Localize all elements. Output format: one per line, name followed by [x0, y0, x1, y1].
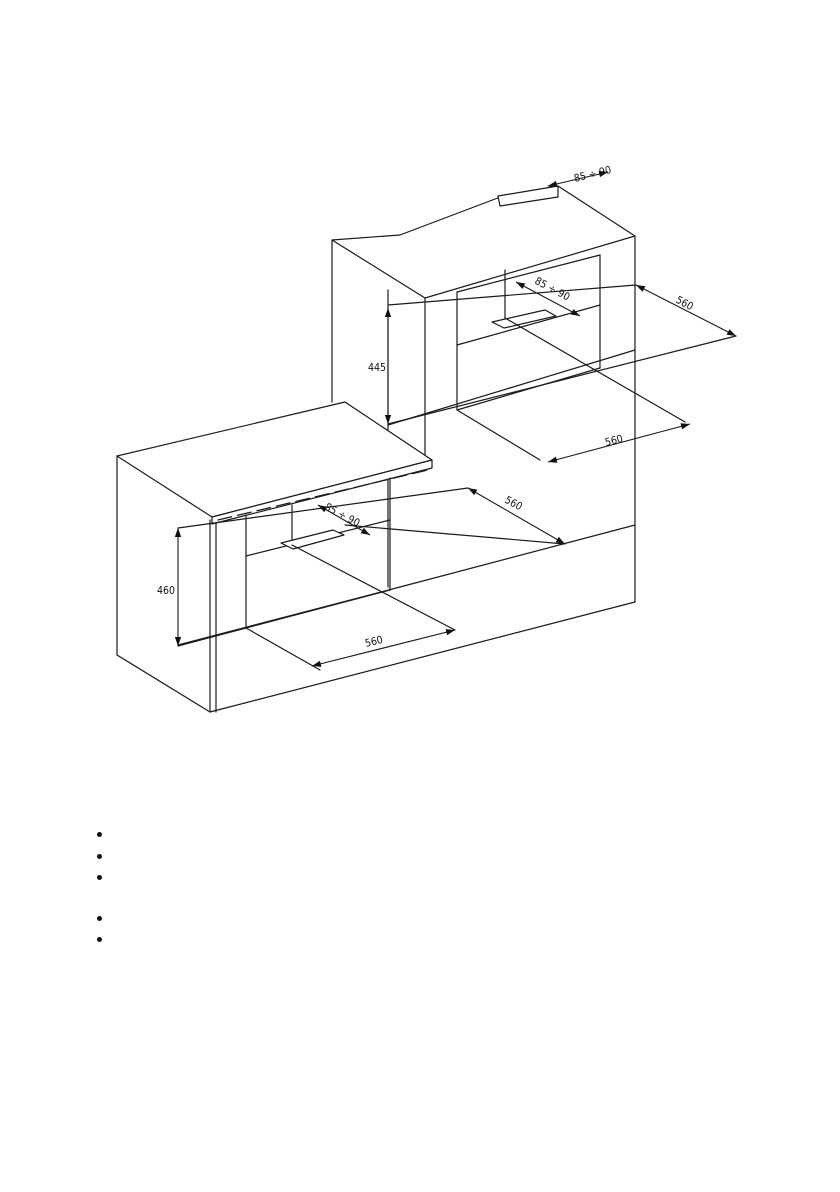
dim-upper-cutout: 85 ÷ 90 — [533, 275, 572, 303]
bullet-item — [95, 914, 104, 923]
lower-vent-plate — [281, 530, 344, 549]
upper-cabinet-top — [332, 186, 635, 298]
dim-upper-width: 560 — [604, 433, 624, 449]
bullet-dot — [97, 875, 102, 880]
dim-upper-height: 445 — [368, 362, 386, 374]
dim-lower-height: 460 — [157, 585, 175, 597]
bullet-dot — [97, 832, 102, 837]
upper-cabinet — [332, 186, 736, 602]
bullet-item — [95, 935, 104, 944]
bullet-dot — [97, 937, 102, 942]
lower-cabinet — [117, 402, 635, 712]
dim-lower-width: 560 — [364, 634, 384, 650]
dim-top-cutout: 85 ÷ 90 — [573, 164, 613, 185]
upper-vent-plate — [492, 310, 556, 328]
bullet-dot — [97, 854, 102, 859]
bullet-item — [95, 873, 104, 882]
bullet-dot — [97, 916, 102, 921]
bullet-item — [95, 852, 104, 861]
dim-upper-depth: 560 — [674, 294, 696, 313]
bullet-item — [95, 830, 104, 839]
